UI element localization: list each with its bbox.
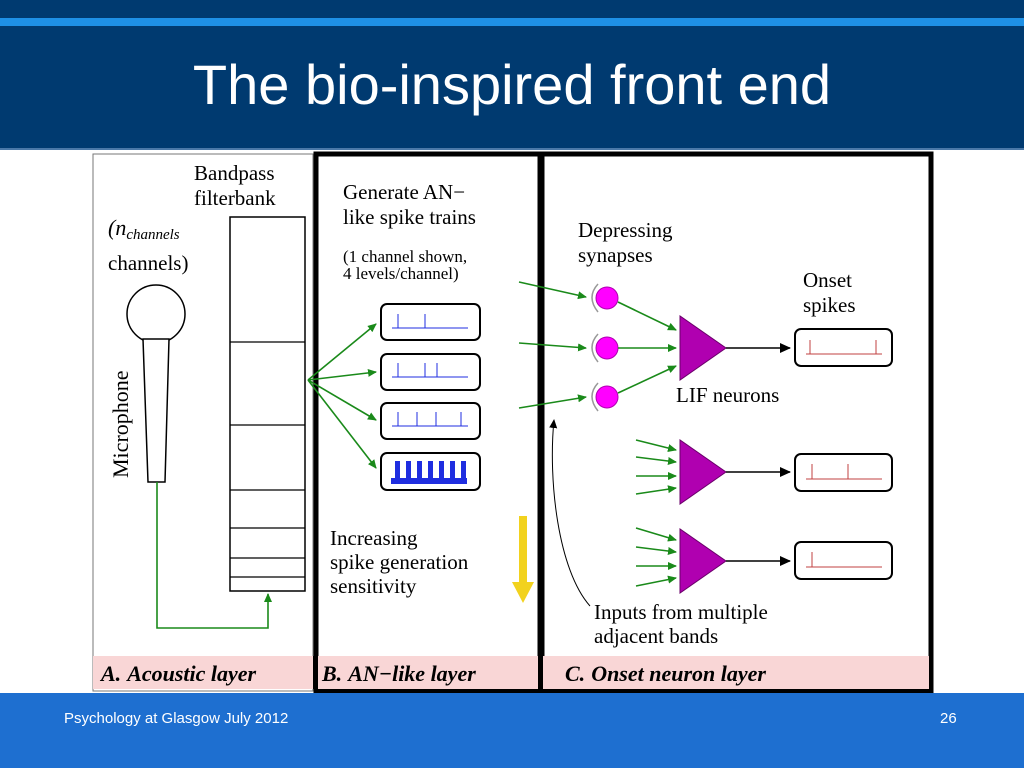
sensitivity-label-2: spike generation: [330, 550, 469, 574]
spike-train-box-1: [380, 303, 481, 341]
synapse-input-arrows: [518, 281, 587, 409]
spike-train-box-3: [380, 402, 481, 440]
acoustic-layer-panel: [92, 153, 314, 692]
bandpass-filterbank: [229, 216, 306, 592]
panel-label-a: A.Acoustic layer: [99, 661, 257, 686]
microphone-icon: [126, 284, 186, 483]
microphone-label: Microphone: [108, 370, 133, 478]
synapses-label-1: Depressing: [578, 218, 673, 242]
slide-footer: [0, 693, 1024, 768]
microphone-signal-line: [156, 482, 272, 629]
slide-title: The bio-inspired front end: [192, 53, 832, 116]
multi-band-pointer-arrow: [549, 419, 591, 607]
spike-train-box-4: [380, 452, 481, 491]
channels-label-2: channels): [108, 251, 188, 275]
filterbank-label-2: filterbank: [194, 186, 276, 210]
spike-train-box-2: [380, 353, 481, 391]
onset-spike-box-2: [794, 453, 893, 492]
panel-label-c: C.Onset neuron layer: [565, 661, 766, 686]
an-layer-title-2: like spike trains: [343, 205, 476, 229]
depressing-synapses: [591, 283, 619, 412]
header-accent-line: [0, 18, 1024, 26]
an-layer-note-1: (1 channel shown,: [343, 247, 467, 266]
filterbank-label-1: Bandpass: [194, 161, 275, 185]
lif-neuron-2: [679, 439, 727, 505]
footer-text: Psychology at Glasgow July 2012: [64, 710, 289, 727]
lif-neurons-label: LIF neurons: [676, 383, 779, 407]
onset-neuron-layer-panel: [539, 151, 934, 694]
lif-neuron-1: [679, 315, 727, 381]
panel-divider-ab: [313, 656, 318, 689]
lif-neuron-3: [679, 528, 727, 594]
panel-label-b: B.AN−like layer: [321, 661, 476, 686]
onset-spike-box-3: [794, 541, 893, 580]
onset-spikes-label-2: spikes: [803, 293, 856, 317]
an-layer-title-1: Generate AN−: [343, 180, 465, 204]
sensitivity-label-3: sensitivity: [330, 574, 417, 598]
inputs-label-2: adjacent bands: [594, 624, 718, 648]
header-divider: [0, 148, 1024, 150]
sensitivity-arrow: [512, 516, 534, 603]
synapse-to-neuron-arrows: [617, 301, 677, 394]
slide-header: [0, 0, 1024, 150]
panel-label-band: [93, 656, 929, 689]
onset-spikes-label-1: Onset: [803, 268, 852, 292]
synapses-label-2: synapses: [578, 243, 653, 267]
neuron-2-input-arrows: [635, 439, 677, 495]
onset-spike-box-1: [794, 328, 893, 367]
sensitivity-label-1: Increasing: [330, 526, 418, 550]
an-fanout-arrows: [307, 323, 377, 469]
channels-label-n: (nchannels: [108, 215, 180, 243]
an-layer-note-2: 4 levels/channel): [343, 264, 459, 283]
panel-divider-bc: [538, 656, 543, 689]
page-number: 26: [940, 710, 957, 727]
inputs-label-1: Inputs from multiple: [594, 600, 768, 624]
neuron-3-input-arrows: [635, 527, 677, 587]
